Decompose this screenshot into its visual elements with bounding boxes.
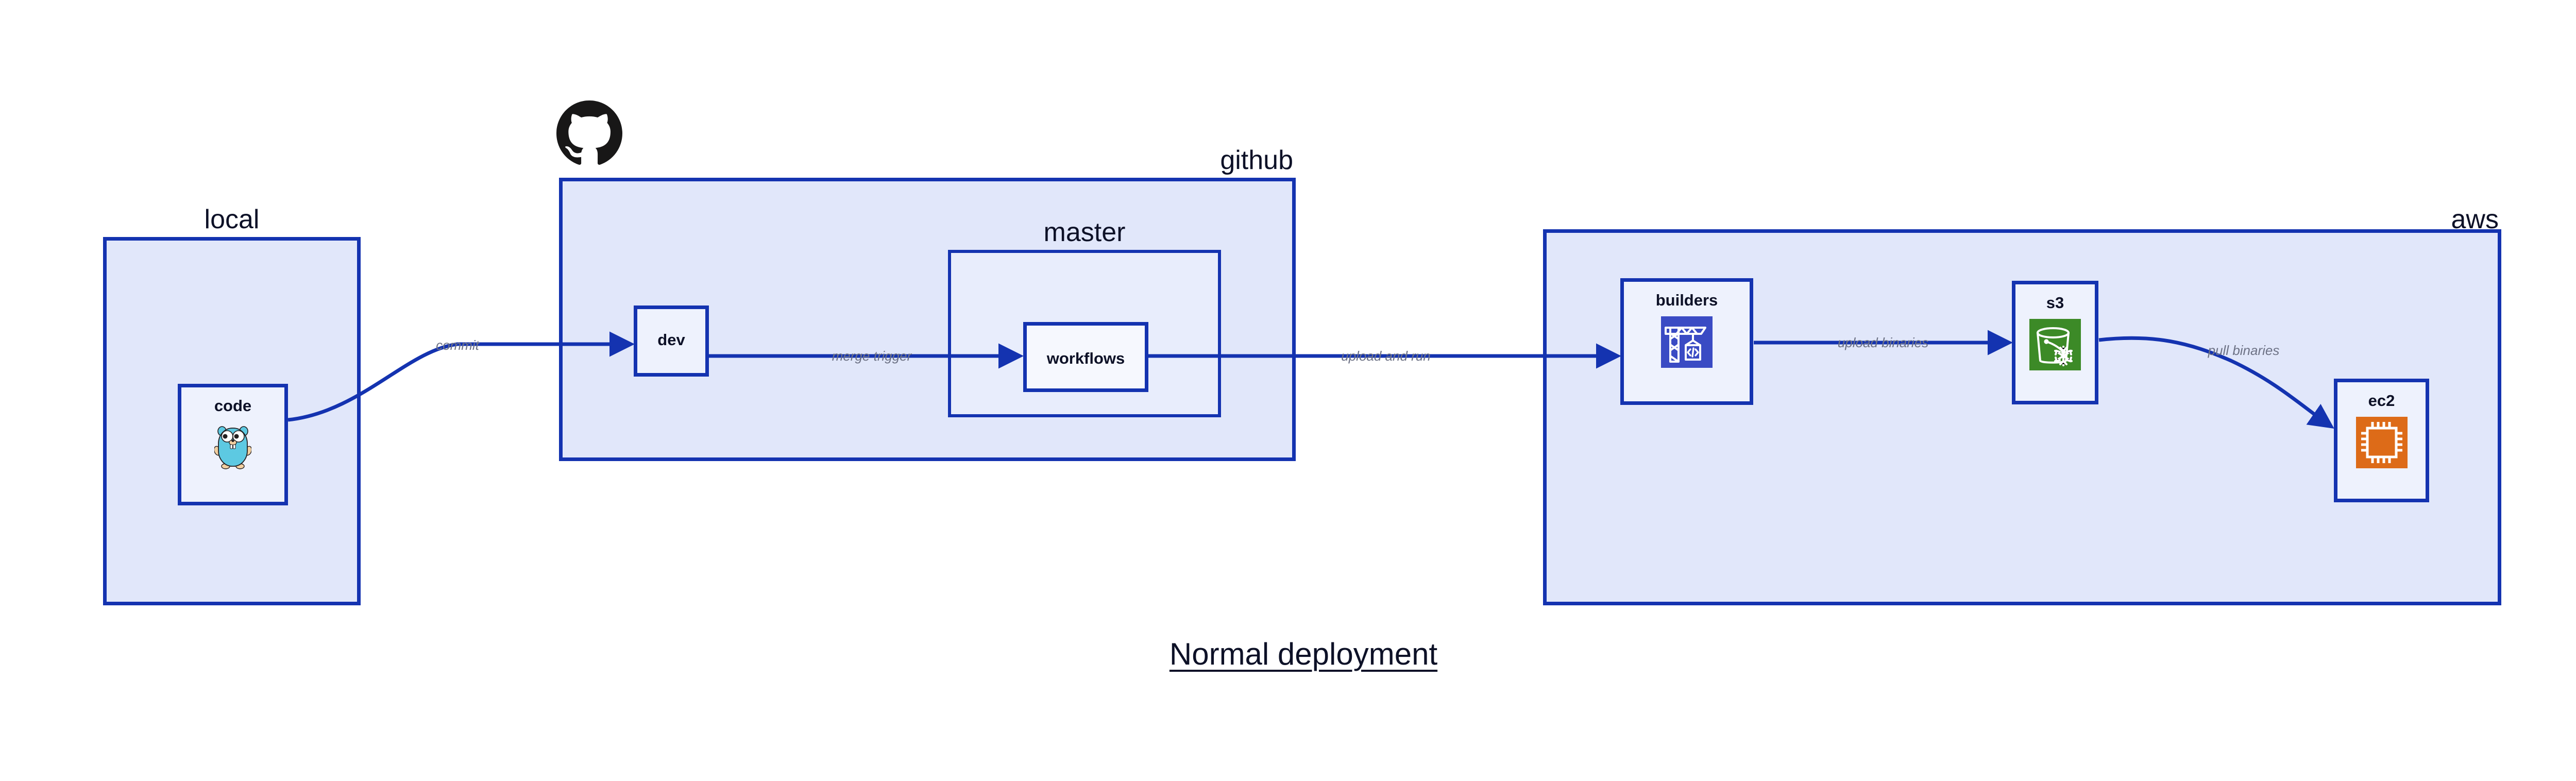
edge-label-upload-and-run: upload and run: [1341, 348, 1431, 364]
edge-label-pull-binaries: pull binaries: [2208, 343, 2280, 358]
node-dev[interactable]: dev: [634, 305, 709, 377]
group-label-aws: aws: [2451, 205, 2499, 234]
codebuild-icon: [1661, 316, 1713, 370]
ec2-cpu-icon: [2355, 417, 2408, 471]
group-label-master: master: [1043, 217, 1126, 247]
group-label-local: local: [204, 205, 260, 234]
edge-label-commit: commit: [436, 337, 479, 353]
group-label-github: github: [1220, 145, 1293, 175]
node-label-dev: dev: [657, 331, 685, 349]
node-label-builders: builders: [1655, 291, 1718, 309]
node-label-s3: s3: [2046, 294, 2064, 312]
node-workflows[interactable]: workflows: [1023, 322, 1148, 392]
github-octocat-logo: [556, 100, 622, 169]
node-code[interactable]: code: [178, 384, 288, 505]
edge-label-upload-binaries: upload binaries: [1837, 335, 1929, 350]
node-ec2[interactable]: ec2: [2334, 379, 2429, 502]
edge-label-merge-trigger: merge trigger: [832, 348, 912, 364]
node-label-code: code: [214, 397, 252, 415]
s3-glacier-icon: [2029, 319, 2081, 373]
diagram-title: Normal deployment: [1169, 637, 1438, 671]
node-label-workflows: workflows: [1046, 349, 1125, 367]
node-label-ec2: ec2: [2368, 392, 2395, 410]
node-s3[interactable]: s3: [2012, 281, 2098, 404]
node-builders[interactable]: builders: [1620, 278, 1753, 405]
go-gopher-icon: [213, 422, 252, 472]
